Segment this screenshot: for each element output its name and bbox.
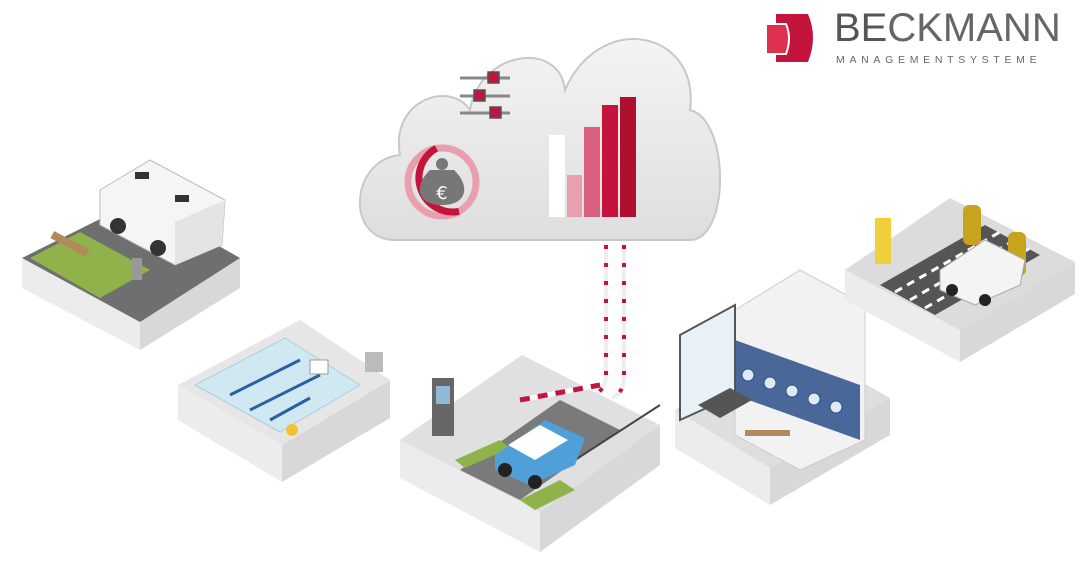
swimming-pool-tile (178, 320, 390, 482)
car-white (939, 239, 1026, 306)
camper-van (99, 159, 226, 266)
bar-chart-icon (549, 97, 636, 217)
connection-line (592, 245, 626, 400)
camper-site-tile (22, 159, 240, 350)
logo-name: BECKMANN (834, 6, 1061, 50)
money-bag-icon: € (404, 144, 480, 220)
car-wash-tile (845, 198, 1075, 362)
logo-mark-icon (765, 14, 813, 62)
sliders-icon (460, 71, 510, 119)
beckmann-logo: BECKMANN MANAGEMENTSYSTEME (764, 6, 1084, 68)
cloud: € (359, 38, 721, 241)
payment-terminal (875, 218, 891, 264)
laundry-tile (675, 269, 890, 505)
logo-tagline: MANAGEMENTSYSTEME (836, 54, 1042, 66)
currency-symbol: € (436, 183, 447, 204)
logo-name-rest: CKMANN (887, 6, 1061, 50)
logo-name-bold: BE (834, 6, 888, 50)
car-blue (495, 420, 585, 489)
parking-tile (400, 355, 661, 552)
washing-machines (741, 368, 843, 414)
